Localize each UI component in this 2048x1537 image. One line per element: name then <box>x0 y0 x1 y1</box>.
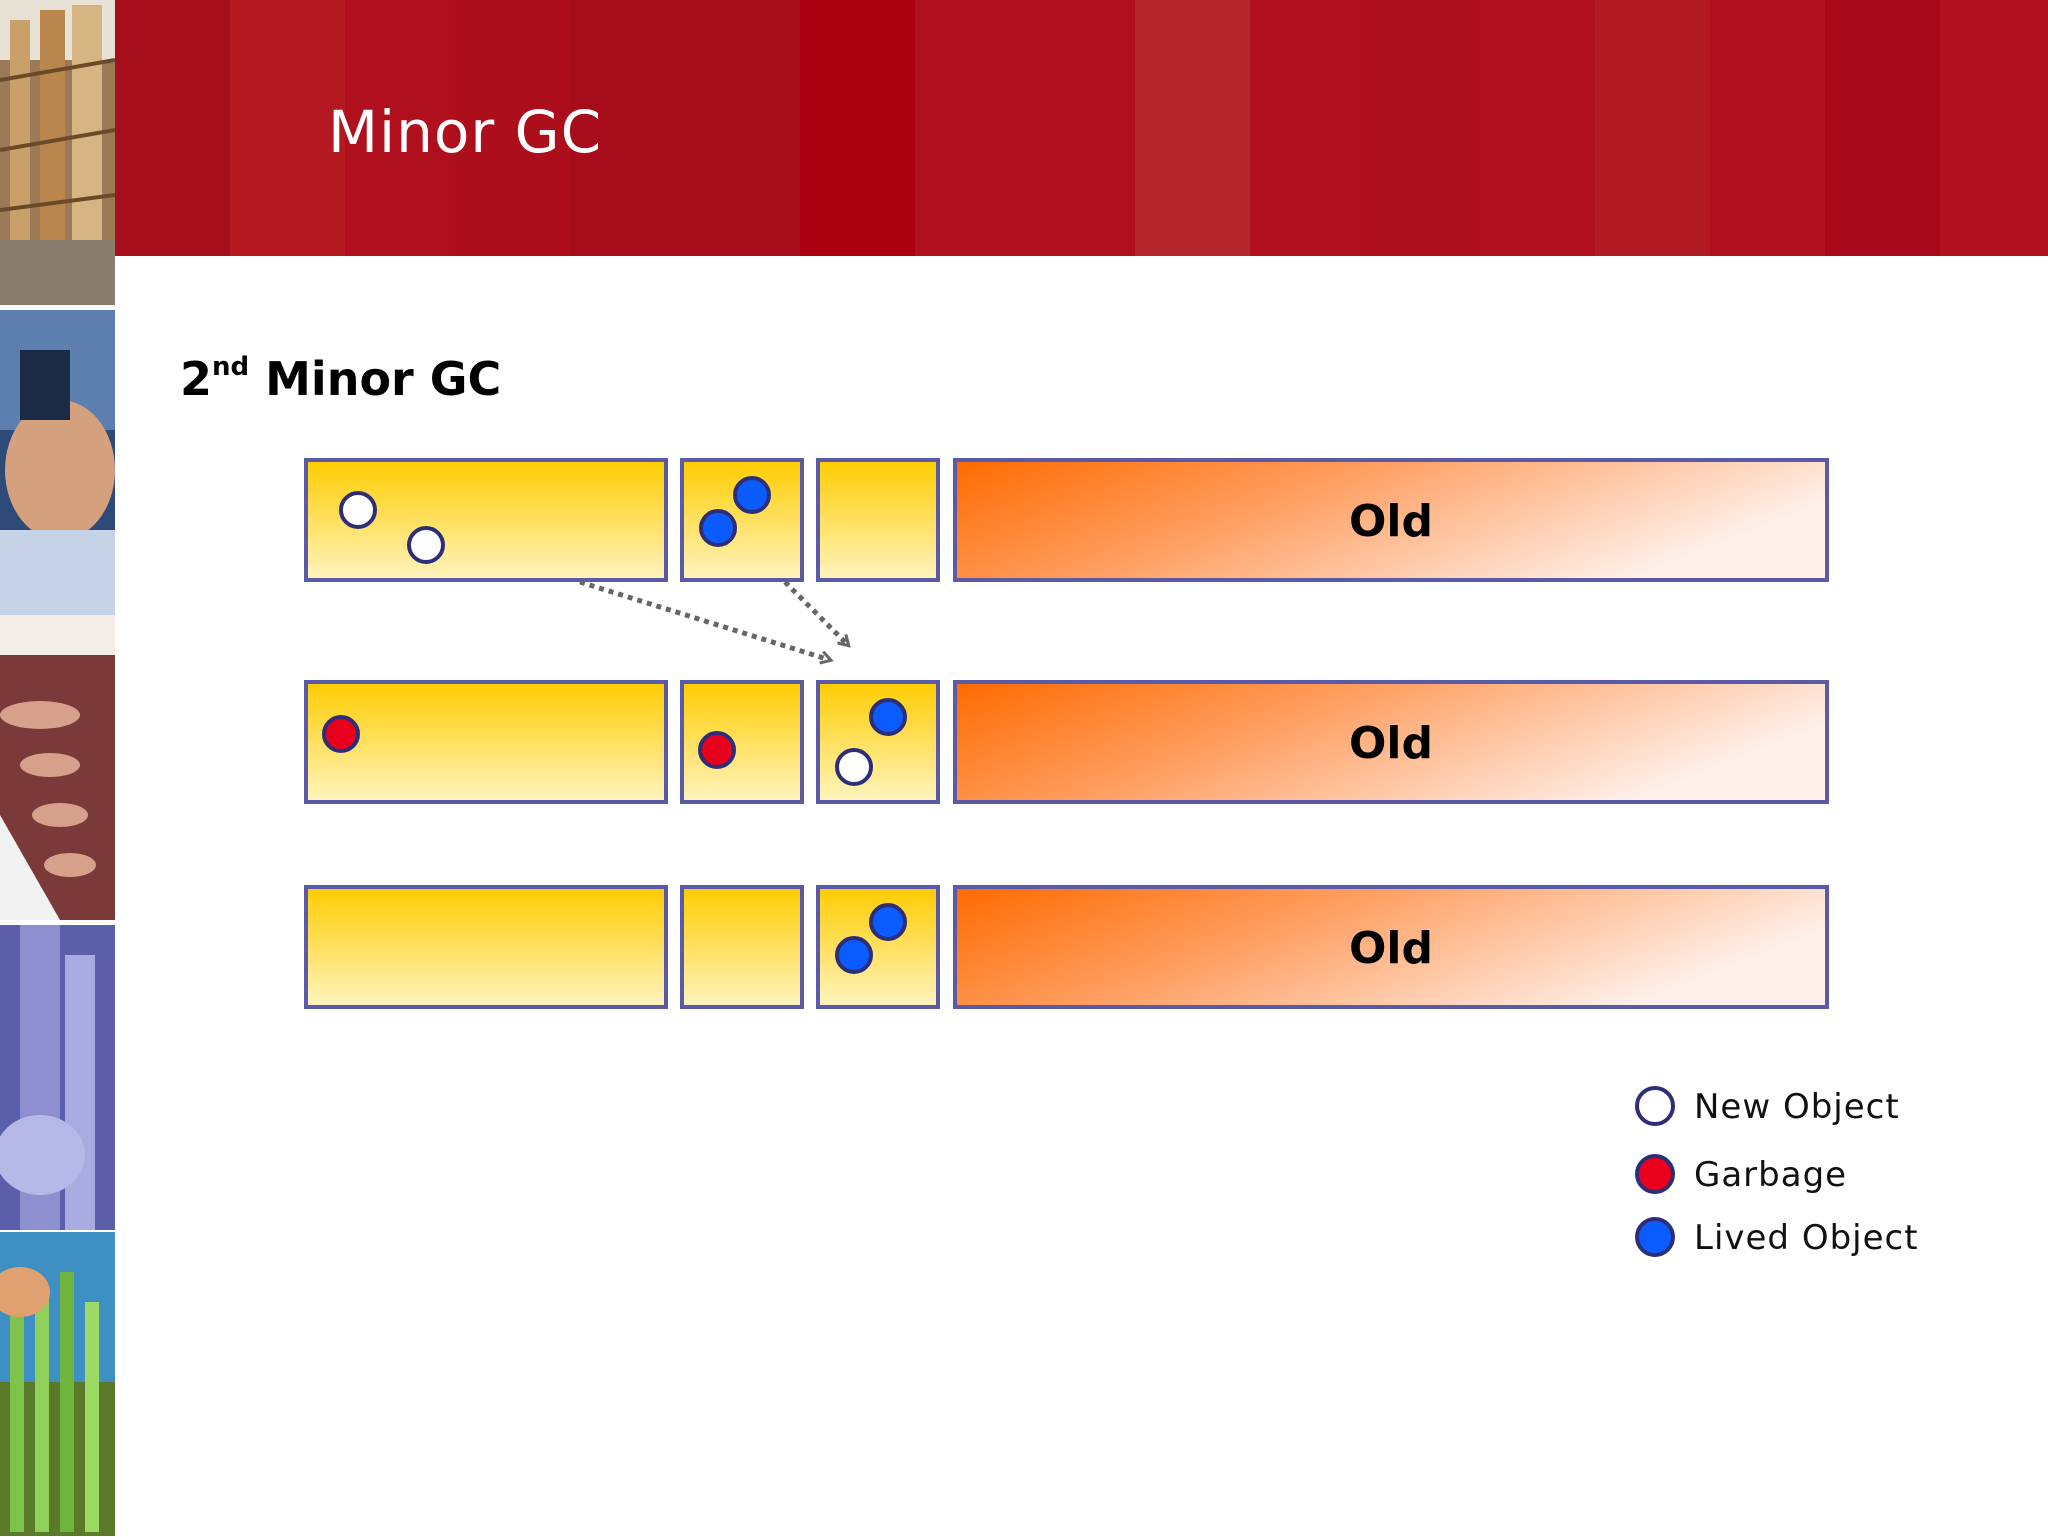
old-label: Old <box>1349 923 1433 974</box>
garbage-object-dot <box>322 715 360 753</box>
lived-object-dot-icon <box>1635 1217 1675 1257</box>
slide-title: Minor GC <box>328 98 603 166</box>
survivor-space-2 <box>816 680 940 804</box>
legend-label: Garbage <box>1694 1155 1848 1195</box>
header-band <box>1825 0 1940 256</box>
device-photo <box>0 310 115 615</box>
lived-object-dot <box>869 903 907 941</box>
slide-subtitle: 2nd Minor GC <box>180 352 501 406</box>
legend-label: Lived Object <box>1694 1218 1919 1258</box>
header-band <box>1595 0 1710 256</box>
eden-space <box>304 885 668 1009</box>
garbage-dot-icon <box>1635 1154 1675 1194</box>
survivor-space-1 <box>680 458 804 582</box>
header-band <box>800 0 915 256</box>
header-band <box>455 0 570 256</box>
new-object-dot <box>835 748 873 786</box>
old-generation <box>953 885 1829 1009</box>
warehouse-photo <box>0 0 115 305</box>
survivor-to-survivor-arrow <box>783 580 848 645</box>
legend-label: New Object <box>1694 1087 1900 1127</box>
survivor-space-2 <box>816 458 940 582</box>
old-label: Old <box>1349 496 1433 547</box>
new-object-dot <box>339 491 377 529</box>
header-band <box>1135 0 1250 256</box>
eden-to-survivor-arrow <box>579 579 830 660</box>
lived-object-dot <box>835 936 873 974</box>
new-object-dot-icon <box>1635 1086 1675 1126</box>
subtitle-ordinal: nd <box>212 351 250 382</box>
lived-object-dot <box>869 698 907 736</box>
header-band <box>115 0 230 256</box>
eden-space <box>304 680 668 804</box>
subtitle-number: 2 <box>180 352 213 406</box>
test-tubes-photo <box>0 1232 115 1537</box>
old-generation <box>953 680 1829 804</box>
slide-header <box>115 0 2048 256</box>
heap-row: Old <box>304 885 1829 1009</box>
lived-object-dot <box>699 509 737 547</box>
subtitle-text: Minor GC <box>249 352 502 406</box>
photo-strip <box>0 0 115 1536</box>
keypad-photo <box>0 615 115 920</box>
heap-row: Old <box>304 458 1829 582</box>
survivor-space-2 <box>816 885 940 1009</box>
old-generation <box>953 458 1829 582</box>
new-object-dot <box>407 526 445 564</box>
header-band <box>1365 0 1480 256</box>
lab-photo <box>0 925 115 1230</box>
copy-arrows <box>579 579 848 660</box>
header-band <box>570 0 800 256</box>
survivor-space-1 <box>680 885 804 1009</box>
lived-object-dot <box>733 476 771 514</box>
heap-row: Old <box>304 680 1829 804</box>
header-band <box>230 0 345 256</box>
old-label: Old <box>1349 718 1433 769</box>
garbage-object-dot <box>698 731 736 769</box>
